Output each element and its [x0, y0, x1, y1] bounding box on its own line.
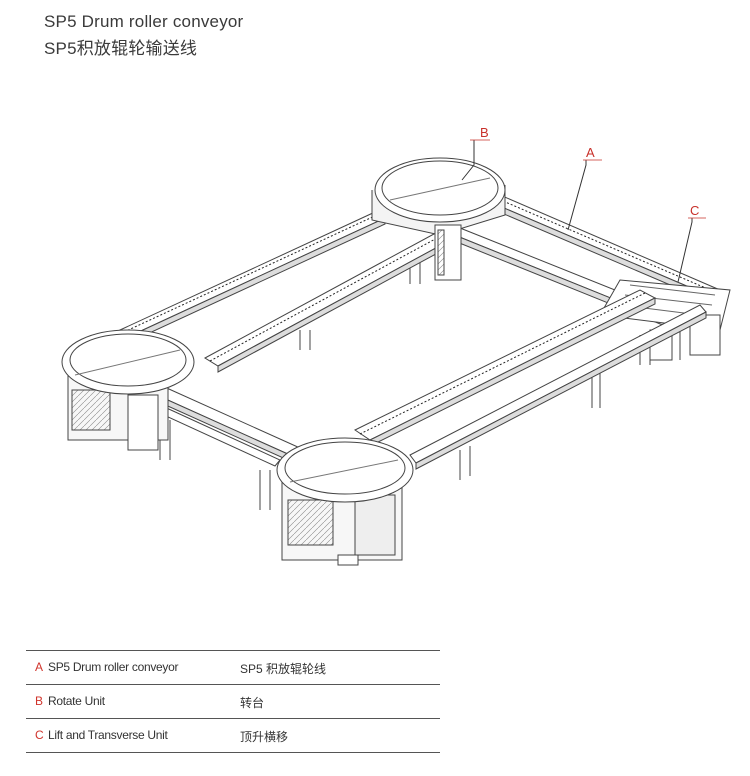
legend-letter-b: B — [35, 694, 44, 708]
callout-a: A — [586, 145, 595, 160]
legend-chinese-b: 转台 — [240, 696, 265, 710]
legend-english-a: SP5 Drum roller conveyor — [48, 660, 179, 674]
callout-b: B — [480, 125, 489, 140]
callout-leaders — [461, 140, 693, 283]
conveyor-top-left — [118, 211, 387, 343]
legend-letter-a: A — [35, 660, 44, 674]
legend-english-c: Lift and Transverse Unit — [48, 728, 168, 742]
callout-c: C — [690, 203, 699, 218]
legend-english-b: Rotate Unit — [48, 694, 105, 708]
conveyor-front — [353, 289, 707, 470]
rotate-unit-left — [61, 329, 195, 451]
title-chinese: SP5积放辊轮输送线 — [44, 39, 198, 58]
rotate-unit-top — [371, 157, 506, 281]
legend-chinese-a: SP5 积放辊轮线 — [240, 662, 327, 676]
conveyor-drawing: B A C — [61, 125, 731, 566]
rotate-unit-bottom — [276, 437, 414, 566]
legend-letter-c: C — [35, 728, 44, 742]
legend-row-a: A SP5 Drum roller conveyor SP5 积放辊轮线 — [26, 650, 440, 684]
conveyor-bottom-left — [148, 384, 302, 467]
legend-table: A SP5 Drum roller conveyor SP5 积放辊轮线 B R… — [26, 650, 440, 753]
legend-row-b: B Rotate Unit 转台 — [26, 684, 440, 718]
conveyor-inner — [204, 227, 459, 373]
title-english: SP5 Drum roller conveyor — [44, 12, 244, 31]
legend-row-c: C Lift and Transverse Unit 顶升横移 — [26, 718, 440, 753]
legend-chinese-c: 顶升横移 — [240, 730, 289, 744]
